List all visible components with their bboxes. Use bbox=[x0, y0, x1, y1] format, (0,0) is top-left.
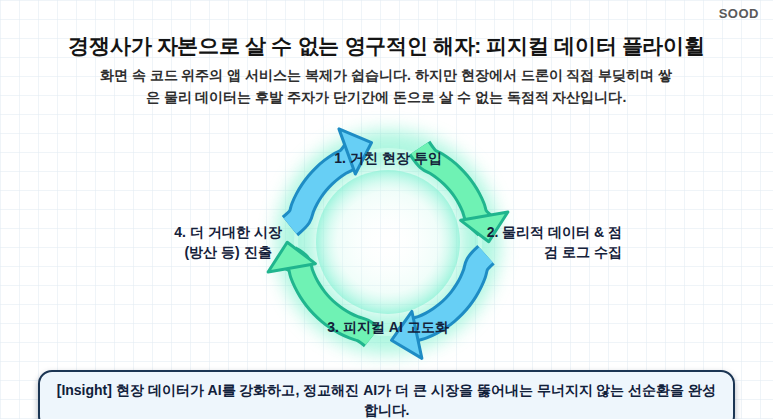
cycle-arrow bbox=[290, 129, 372, 226]
step-label: 2. 물리적 데이터 & 점검 로그 수집 bbox=[486, 222, 622, 262]
arrow-head bbox=[268, 242, 315, 272]
step-label: 4. 더 거대한 시장(방산 등) 진출 bbox=[166, 222, 290, 262]
subtitle: 화면 속 코드 위주의 앱 서비스는 복제가 쉽습니다. 하지만 현장에서 드론… bbox=[96, 64, 676, 108]
logo-text: SOOD bbox=[719, 6, 759, 21]
step-text: 4. 더 거대한 시장(방산 등) 진출 bbox=[166, 222, 290, 262]
step-text: 3. 피지컬 AI 고도화 bbox=[310, 317, 466, 337]
step-label: 1. 거친 현장 투입 bbox=[318, 148, 458, 168]
inner-glow bbox=[316, 170, 460, 314]
insight-text: [Insight] 현장 데이터가 AI를 강화하고, 정교해진 AI가 더 큰… bbox=[50, 380, 723, 419]
step-text: 1. 거친 현장 투입 bbox=[318, 148, 458, 168]
title: 경쟁사가 자본으로 살 수 없는 영구적인 해자: 피지컬 데이터 플라이휠 bbox=[0, 32, 773, 60]
insight-box: [Insight] 현장 데이터가 AI를 강화하고, 정교해진 AI가 더 큰… bbox=[38, 370, 735, 419]
step-text: 2. 물리적 데이터 & 점검 로그 수집 bbox=[486, 222, 622, 262]
cycle-arrow bbox=[391, 255, 486, 359]
step-label: 3. 피지컬 AI 고도화 bbox=[310, 317, 466, 337]
